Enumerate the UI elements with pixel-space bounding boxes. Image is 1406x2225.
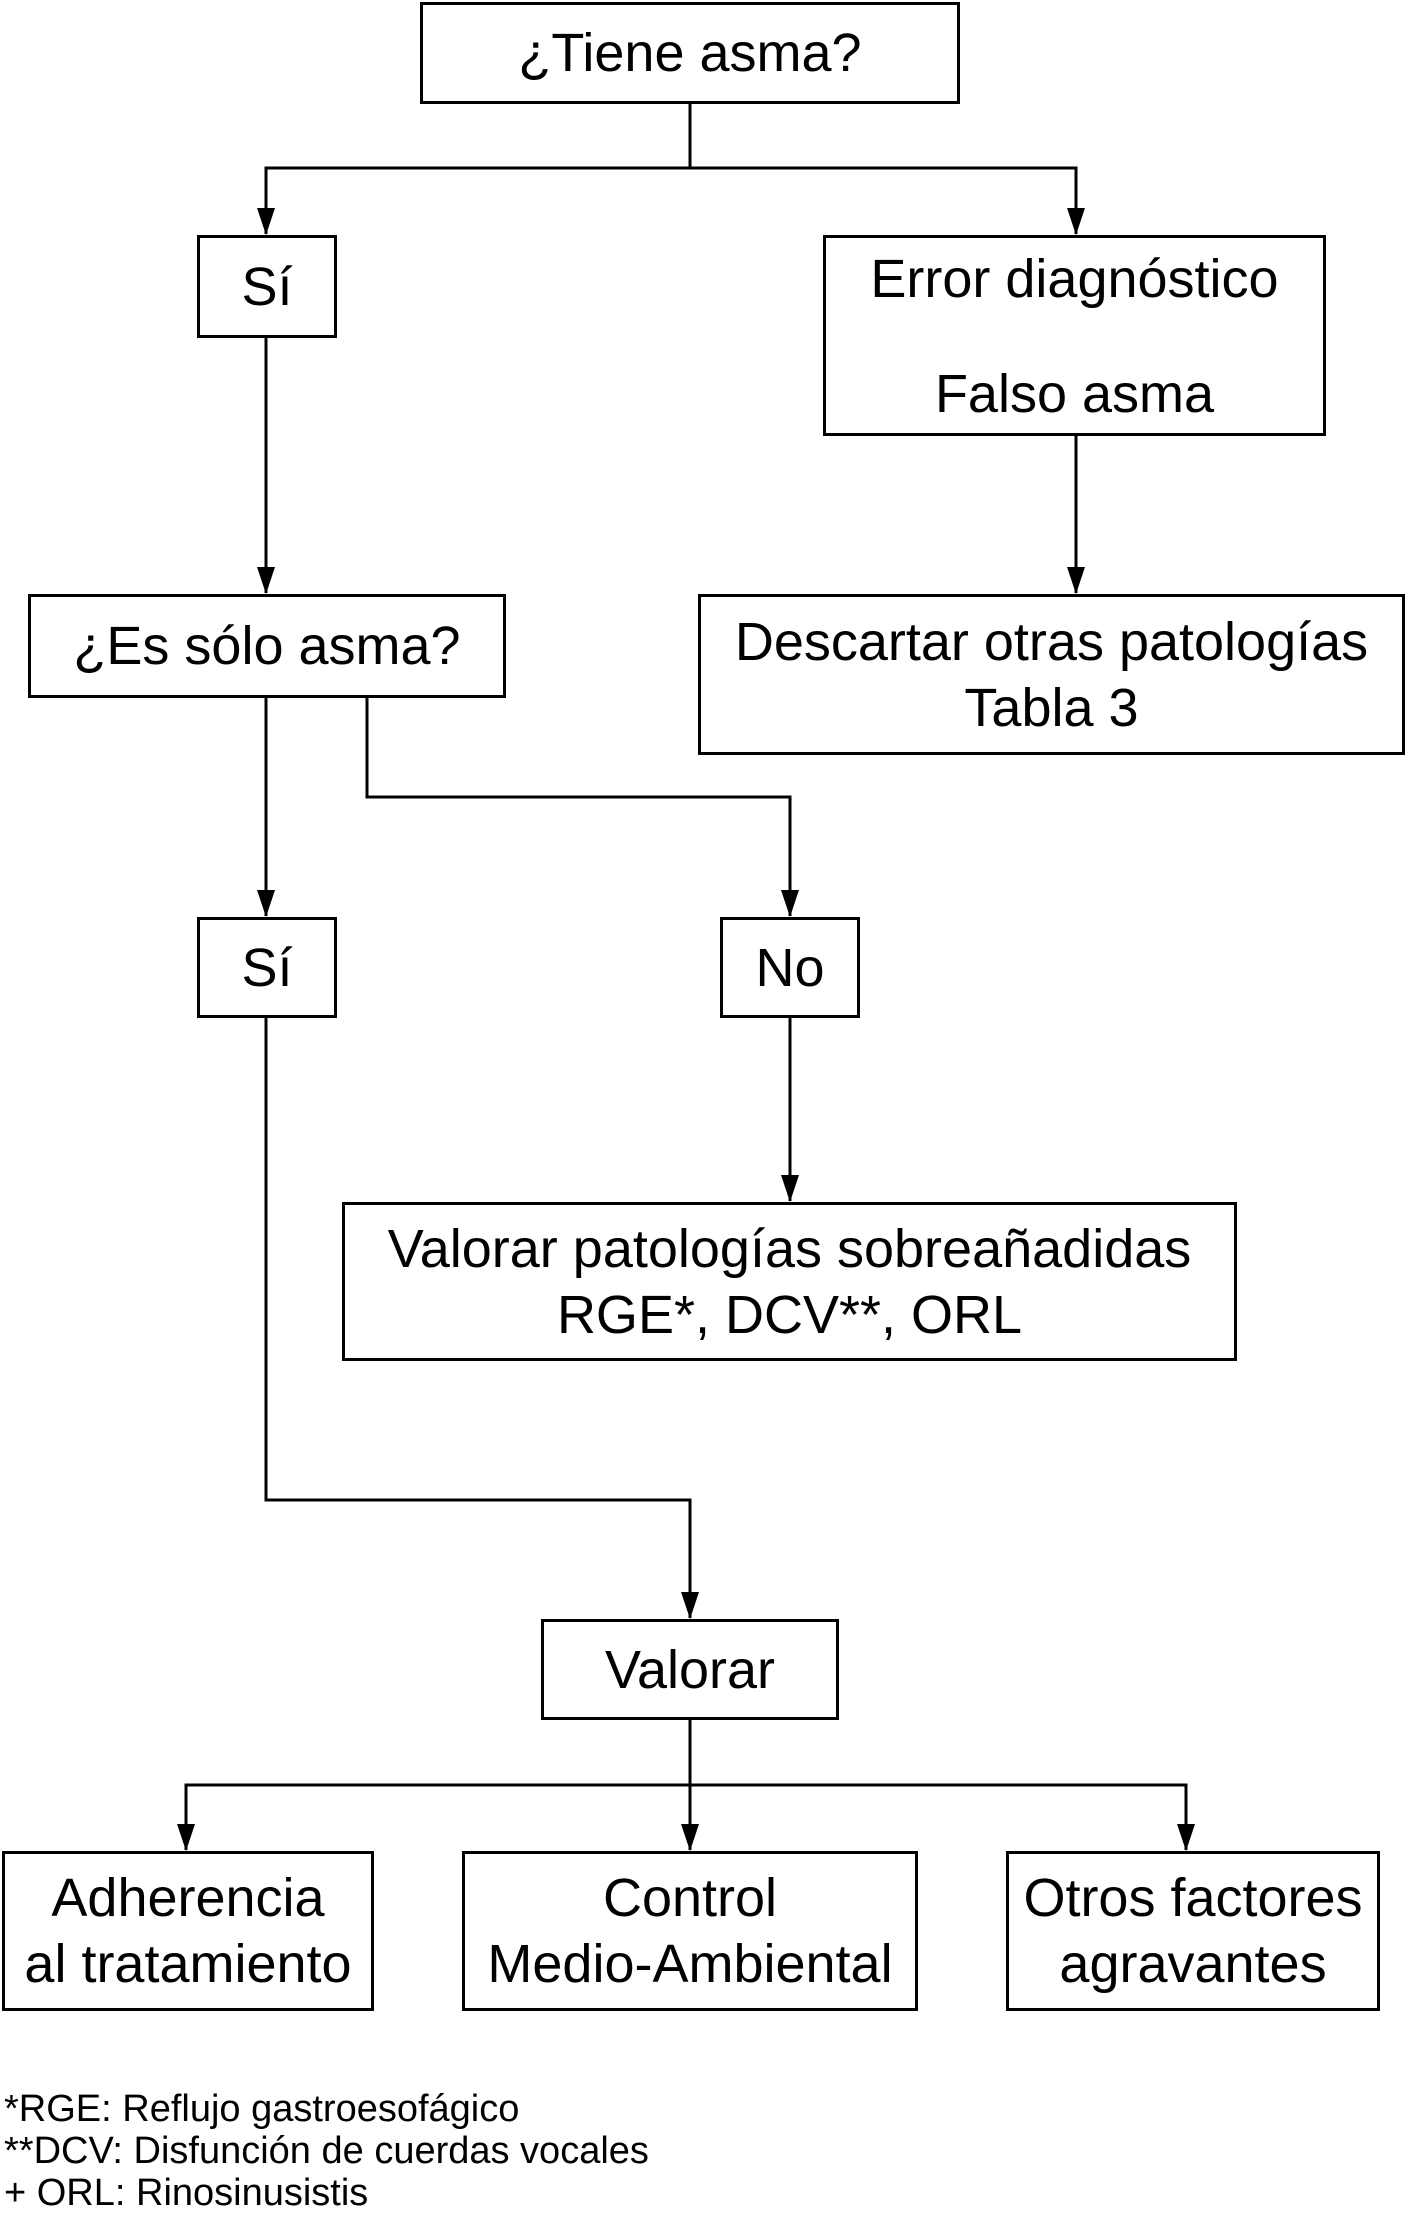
node-es-solo-asma-label: ¿Es sólo asma? (73, 616, 461, 676)
footnotes: *RGE: Reflujo gastroesofágico **DCV: Dis… (4, 2088, 649, 2214)
edge-valorar-to-otros (690, 1783, 1188, 1850)
node-si-1-label: Sí (241, 256, 293, 317)
arrowhead-to-es-solo-asma (257, 567, 275, 594)
node-adherencia-line1: Adherencia (51, 1868, 325, 1928)
node-es-solo-asma: ¿Es sólo asma? (28, 594, 506, 698)
node-descartar: Descartar otras patologías Tabla 3 (698, 594, 1405, 755)
node-tiene-asma: ¿Tiene asma? (420, 2, 960, 104)
edge-valorar-to-adherencia (184, 1783, 690, 1850)
arrowhead-to-no (781, 890, 799, 917)
node-control-line1: Control (602, 1868, 778, 1928)
node-adherencia-line2: al tratamiento (24, 1934, 352, 1994)
node-no: No (720, 917, 860, 1018)
arrowhead-to-adherencia (177, 1824, 195, 1851)
arrowhead-to-valorar-patologias (781, 1175, 799, 1202)
arrowhead-to-control (681, 1824, 699, 1851)
node-valorar-label: Valorar (604, 1639, 776, 1700)
arrowhead-to-otros (1177, 1824, 1195, 1851)
node-adherencia: Adherencia al tratamiento (2, 1851, 374, 2011)
edge-tiene-asma-to-si (264, 166, 690, 234)
arrowhead-to-error (1067, 208, 1085, 235)
node-otros-factores-line1: Otros factores (1023, 1868, 1363, 1928)
node-valorar-patologias-line2: RGE*, DCV**, ORL (556, 1284, 1023, 1345)
edge-tiene-asma-to-error (690, 166, 1078, 234)
node-error-diagnostico-line1: Error diagnóstico (870, 249, 1279, 309)
node-no-label: No (755, 937, 825, 998)
arrowhead-to-descartar (1067, 567, 1085, 594)
arrowhead-to-si-1 (257, 208, 275, 235)
footnote-rge: *RGE: Reflujo gastroesofágico (4, 2088, 520, 2130)
node-descartar-line1: Descartar otras patologías (734, 611, 1369, 672)
node-control-line2: Medio-Ambiental (487, 1934, 893, 1994)
node-valorar-patologias-line1: Valorar patologías sobreañadidas (387, 1218, 1192, 1279)
node-otros-factores: Otros factores agravantes (1006, 1851, 1380, 2011)
node-valorar-patologias: Valorar patologías sobreañadidas RGE*, D… (342, 1202, 1237, 1361)
node-valorar: Valorar (541, 1619, 839, 1720)
node-error-diagnostico: Error diagnóstico Falso asma (823, 235, 1326, 436)
node-si-2-label: Sí (241, 937, 293, 998)
footnote-orl: + ORL: Rinosinusistis (4, 2172, 369, 2214)
node-descartar-line2: Tabla 3 (964, 677, 1139, 738)
edge-si-to-valorar (264, 1018, 692, 1618)
node-tiene-asma-label: ¿Tiene asma? (518, 23, 862, 83)
node-otros-factores-line2: agravantes (1059, 1934, 1327, 1994)
arrowhead-to-si-2 (257, 890, 275, 917)
edge-es-solo-asma-to-no (365, 698, 792, 916)
arrowhead-to-valorar (681, 1592, 699, 1619)
node-si-2: Sí (197, 917, 337, 1018)
footnote-dcv: **DCV: Disfunción de cuerdas vocales (4, 2130, 649, 2172)
node-si-1: Sí (197, 235, 337, 338)
node-error-diagnostico-line2: Falso asma (934, 364, 1215, 424)
node-control: Control Medio-Ambiental (462, 1851, 918, 2011)
